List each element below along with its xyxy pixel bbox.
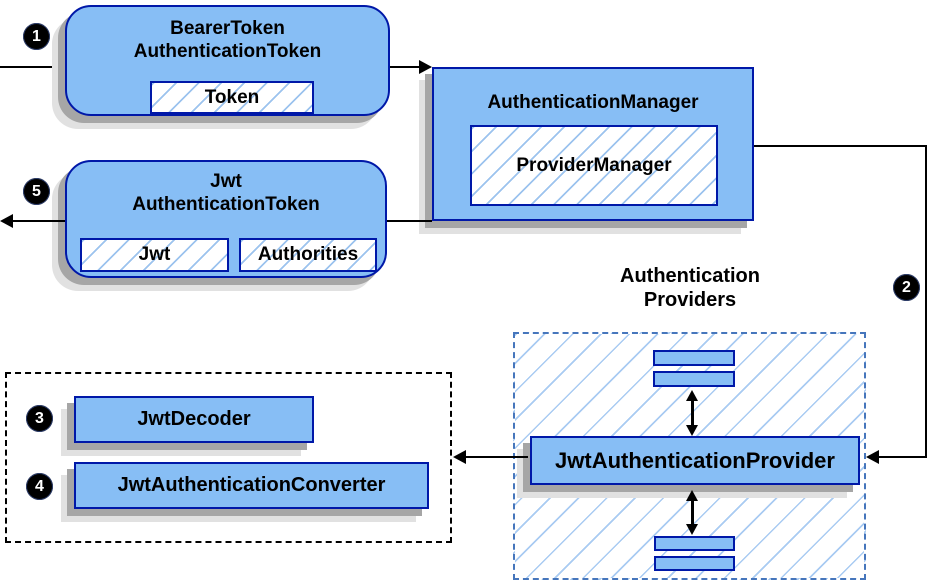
- double-arrow-down-icon: [686, 425, 698, 436]
- arrowhead-left-icon: [866, 450, 879, 464]
- connector-step2-vertical: [925, 145, 927, 458]
- authentication-manager-title: AuthenticationManager: [487, 92, 699, 113]
- authorities-chip-label: Authorities: [257, 244, 359, 265]
- bearer-token-authentication-token-title: BearerToken AuthenticationToken: [133, 18, 322, 62]
- connector-step2-horizontal: [754, 145, 927, 147]
- step-3-number: 3: [35, 409, 44, 427]
- jwt-authentication-provider-box: JwtAuthenticationProvider: [530, 436, 860, 485]
- connector-to-authentication-manager: [390, 66, 420, 68]
- jwt-authentication-converter-box: JwtAuthenticationConverter: [74, 462, 429, 509]
- provider-placeholder-bar: [653, 350, 735, 366]
- double-arrow-bottom-line: [691, 498, 694, 526]
- connector-provider-to-decoder-group: [466, 456, 528, 458]
- jwt-authentication-converter-label: JwtAuthenticationConverter: [117, 474, 386, 496]
- connector-step1-incoming: [0, 66, 65, 68]
- jwt-chip: Jwt: [80, 238, 229, 272]
- jwt-authentication-token-box: Jwt AuthenticationToken Jwt Authorities: [65, 160, 387, 278]
- step-3-badge: 3: [26, 405, 53, 432]
- provider-manager-chip: ProviderManager: [470, 125, 718, 206]
- decoder-converter-group: JwtDecoder JwtAuthenticationConverter: [5, 372, 452, 543]
- authentication-manager-box: AuthenticationManager ProviderManager: [432, 67, 754, 221]
- double-arrow-up-icon: [686, 490, 698, 501]
- double-arrow-up-icon: [686, 390, 698, 401]
- jwt-decoder-box: JwtDecoder: [74, 396, 314, 443]
- authentication-providers-label: Authentication Providers: [620, 265, 760, 311]
- jwt-chip-label: Jwt: [138, 244, 171, 265]
- provider-placeholder-bar: [654, 556, 735, 571]
- arrowhead-left-icon: [0, 214, 13, 228]
- provider-manager-label: ProviderManager: [516, 154, 672, 176]
- double-arrow-down-icon: [686, 524, 698, 535]
- step-1-number: 1: [32, 27, 41, 45]
- connector-manager-to-jwt-token: [387, 220, 432, 222]
- authorities-chip: Authorities: [239, 238, 377, 272]
- step-5-number: 5: [32, 182, 41, 200]
- provider-placeholder-bar: [654, 536, 735, 551]
- jwt-authentication-token-title: Jwt AuthenticationToken: [132, 171, 320, 215]
- step-5-badge: 5: [23, 178, 50, 205]
- arrowhead-right-icon: [419, 60, 432, 74]
- step-1-badge: 1: [23, 23, 50, 50]
- step-4-number: 4: [35, 477, 44, 495]
- connector-step5-outgoing: [11, 220, 65, 222]
- bearer-token-authentication-token-box: BearerToken AuthenticationToken Token: [65, 5, 390, 116]
- double-arrow-top-line: [691, 398, 694, 428]
- connector-step2-into-provider: [878, 456, 927, 458]
- provider-placeholder-bar: [653, 371, 735, 387]
- step-2-number: 2: [902, 278, 911, 296]
- jwt-authentication-provider-label: JwtAuthenticationProvider: [555, 447, 835, 473]
- token-chip: Token: [150, 81, 314, 114]
- jwt-decoder-label: JwtDecoder: [137, 408, 251, 430]
- step-4-badge: 4: [26, 473, 53, 500]
- arrowhead-left-icon: [453, 450, 466, 464]
- step-2-badge: 2: [893, 274, 920, 301]
- token-chip-label: Token: [204, 86, 260, 108]
- authentication-providers-group: JwtAuthenticationProvider: [513, 332, 866, 580]
